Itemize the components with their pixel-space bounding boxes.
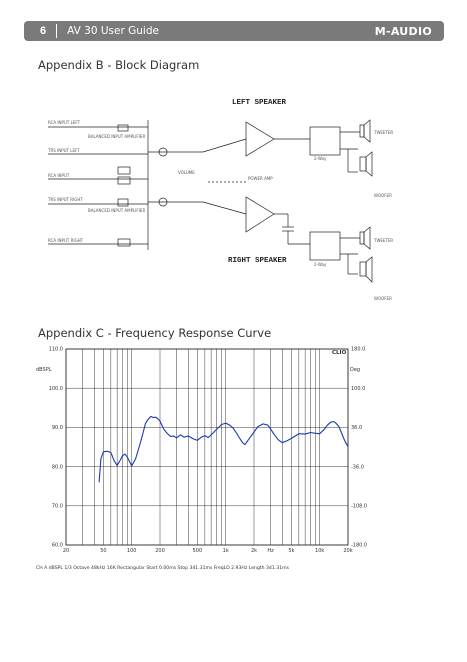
- guide-title: AV 30 User Guide: [67, 25, 159, 37]
- x-tick-label: 20: [63, 548, 69, 554]
- y-tick-label-left: 70.0: [52, 504, 63, 510]
- input-2-label: TRS INPUT LEFT: [47, 148, 80, 153]
- y-tick-label-right: 36.0: [351, 425, 362, 431]
- y-tick-label-left: 110.0: [49, 347, 63, 353]
- chart-logo: CLIO: [332, 350, 347, 356]
- y-tick-label-right: 180.0: [351, 347, 365, 353]
- x-tick-label: 100: [127, 548, 137, 554]
- input-5-label: RCA INPUT RIGHT: [48, 238, 84, 243]
- volume-label: VOLUME: [178, 170, 195, 175]
- left-speaker-label: LEFT SPEAKER: [232, 99, 287, 107]
- x-tick-label: 5k: [288, 548, 294, 554]
- woofer-right-label: WOOFER: [374, 296, 392, 301]
- y-tick-label-left: 90.0: [52, 425, 63, 431]
- x-tick-label: Hz: [267, 548, 274, 554]
- y-tick-label-left: 80.0: [52, 464, 63, 470]
- y-tick-label-right: -36.0: [351, 464, 364, 470]
- page-number: 6: [40, 25, 47, 37]
- x-tick-label: 10k: [315, 548, 324, 554]
- page-header: 6 AV 30 User Guide M-AUDIO: [24, 21, 444, 41]
- tweeter-right-label: TWEETER: [373, 238, 393, 243]
- chart-footer: CH A dBSPL 1/3 Octave 48kHz 16K Rectangu…: [36, 565, 290, 571]
- y-axis-label-right: Deg: [350, 367, 360, 373]
- appendix-b-title: Appendix B - Block Diagram: [38, 58, 200, 72]
- block-diagram: LEFT SPEAKER RIGHT SPEAKER POWER AMP RCA…: [47, 99, 393, 301]
- y-axis-label-left: dBSPL: [36, 367, 52, 373]
- x-tick-label: 20k: [343, 548, 352, 554]
- x-tick-label: 50: [100, 548, 106, 554]
- x-tick-label: 2k: [251, 548, 257, 554]
- balanced-amp-1-label: BALANCED INPUT AMPLIFIER: [88, 134, 145, 139]
- tweeter-left-label: TWEETER: [373, 130, 393, 135]
- x-tick-label: 500: [193, 548, 203, 554]
- input-1-label: RCA INPUT LEFT: [48, 120, 81, 125]
- x-tick-label: 1k: [223, 548, 229, 554]
- plot-frame: [65, 348, 349, 546]
- crossover-right-label: 2-Way: [314, 262, 327, 267]
- y-tick-label-right: 100.0: [351, 386, 365, 392]
- woofer-left-label: WOOFER: [374, 193, 392, 198]
- input-4-label: TRS INPUT RIGHT: [47, 197, 83, 202]
- input-3-label: RCA INPUT: [48, 173, 70, 178]
- brand-logo: M-AUDIO: [374, 24, 432, 38]
- y-tick-label-right: -180.0: [351, 543, 367, 549]
- crossover-left-label: 2-Way: [314, 156, 327, 161]
- right-speaker-label: RIGHT SPEAKER: [228, 257, 287, 265]
- y-tick-label-right: -108.0: [351, 504, 367, 510]
- balanced-amp-2-label: BALANCED INPUT AMPLIFIER: [88, 208, 145, 213]
- header-divider: [56, 24, 58, 38]
- y-tick-label-left: 100.0: [49, 386, 63, 392]
- frequency-response-curve: [98, 415, 349, 483]
- frequency-response-chart: CLIO dBSPL Deg CH A dBSPL 1/3 Octave 48k…: [36, 347, 367, 571]
- appendix-c-title: Appendix C - Frequency Response Curve: [38, 326, 272, 340]
- power-amp-label: POWER AMP: [248, 176, 273, 181]
- y-tick-label-left: 60.0: [52, 543, 63, 549]
- x-tick-label: 200: [155, 548, 165, 554]
